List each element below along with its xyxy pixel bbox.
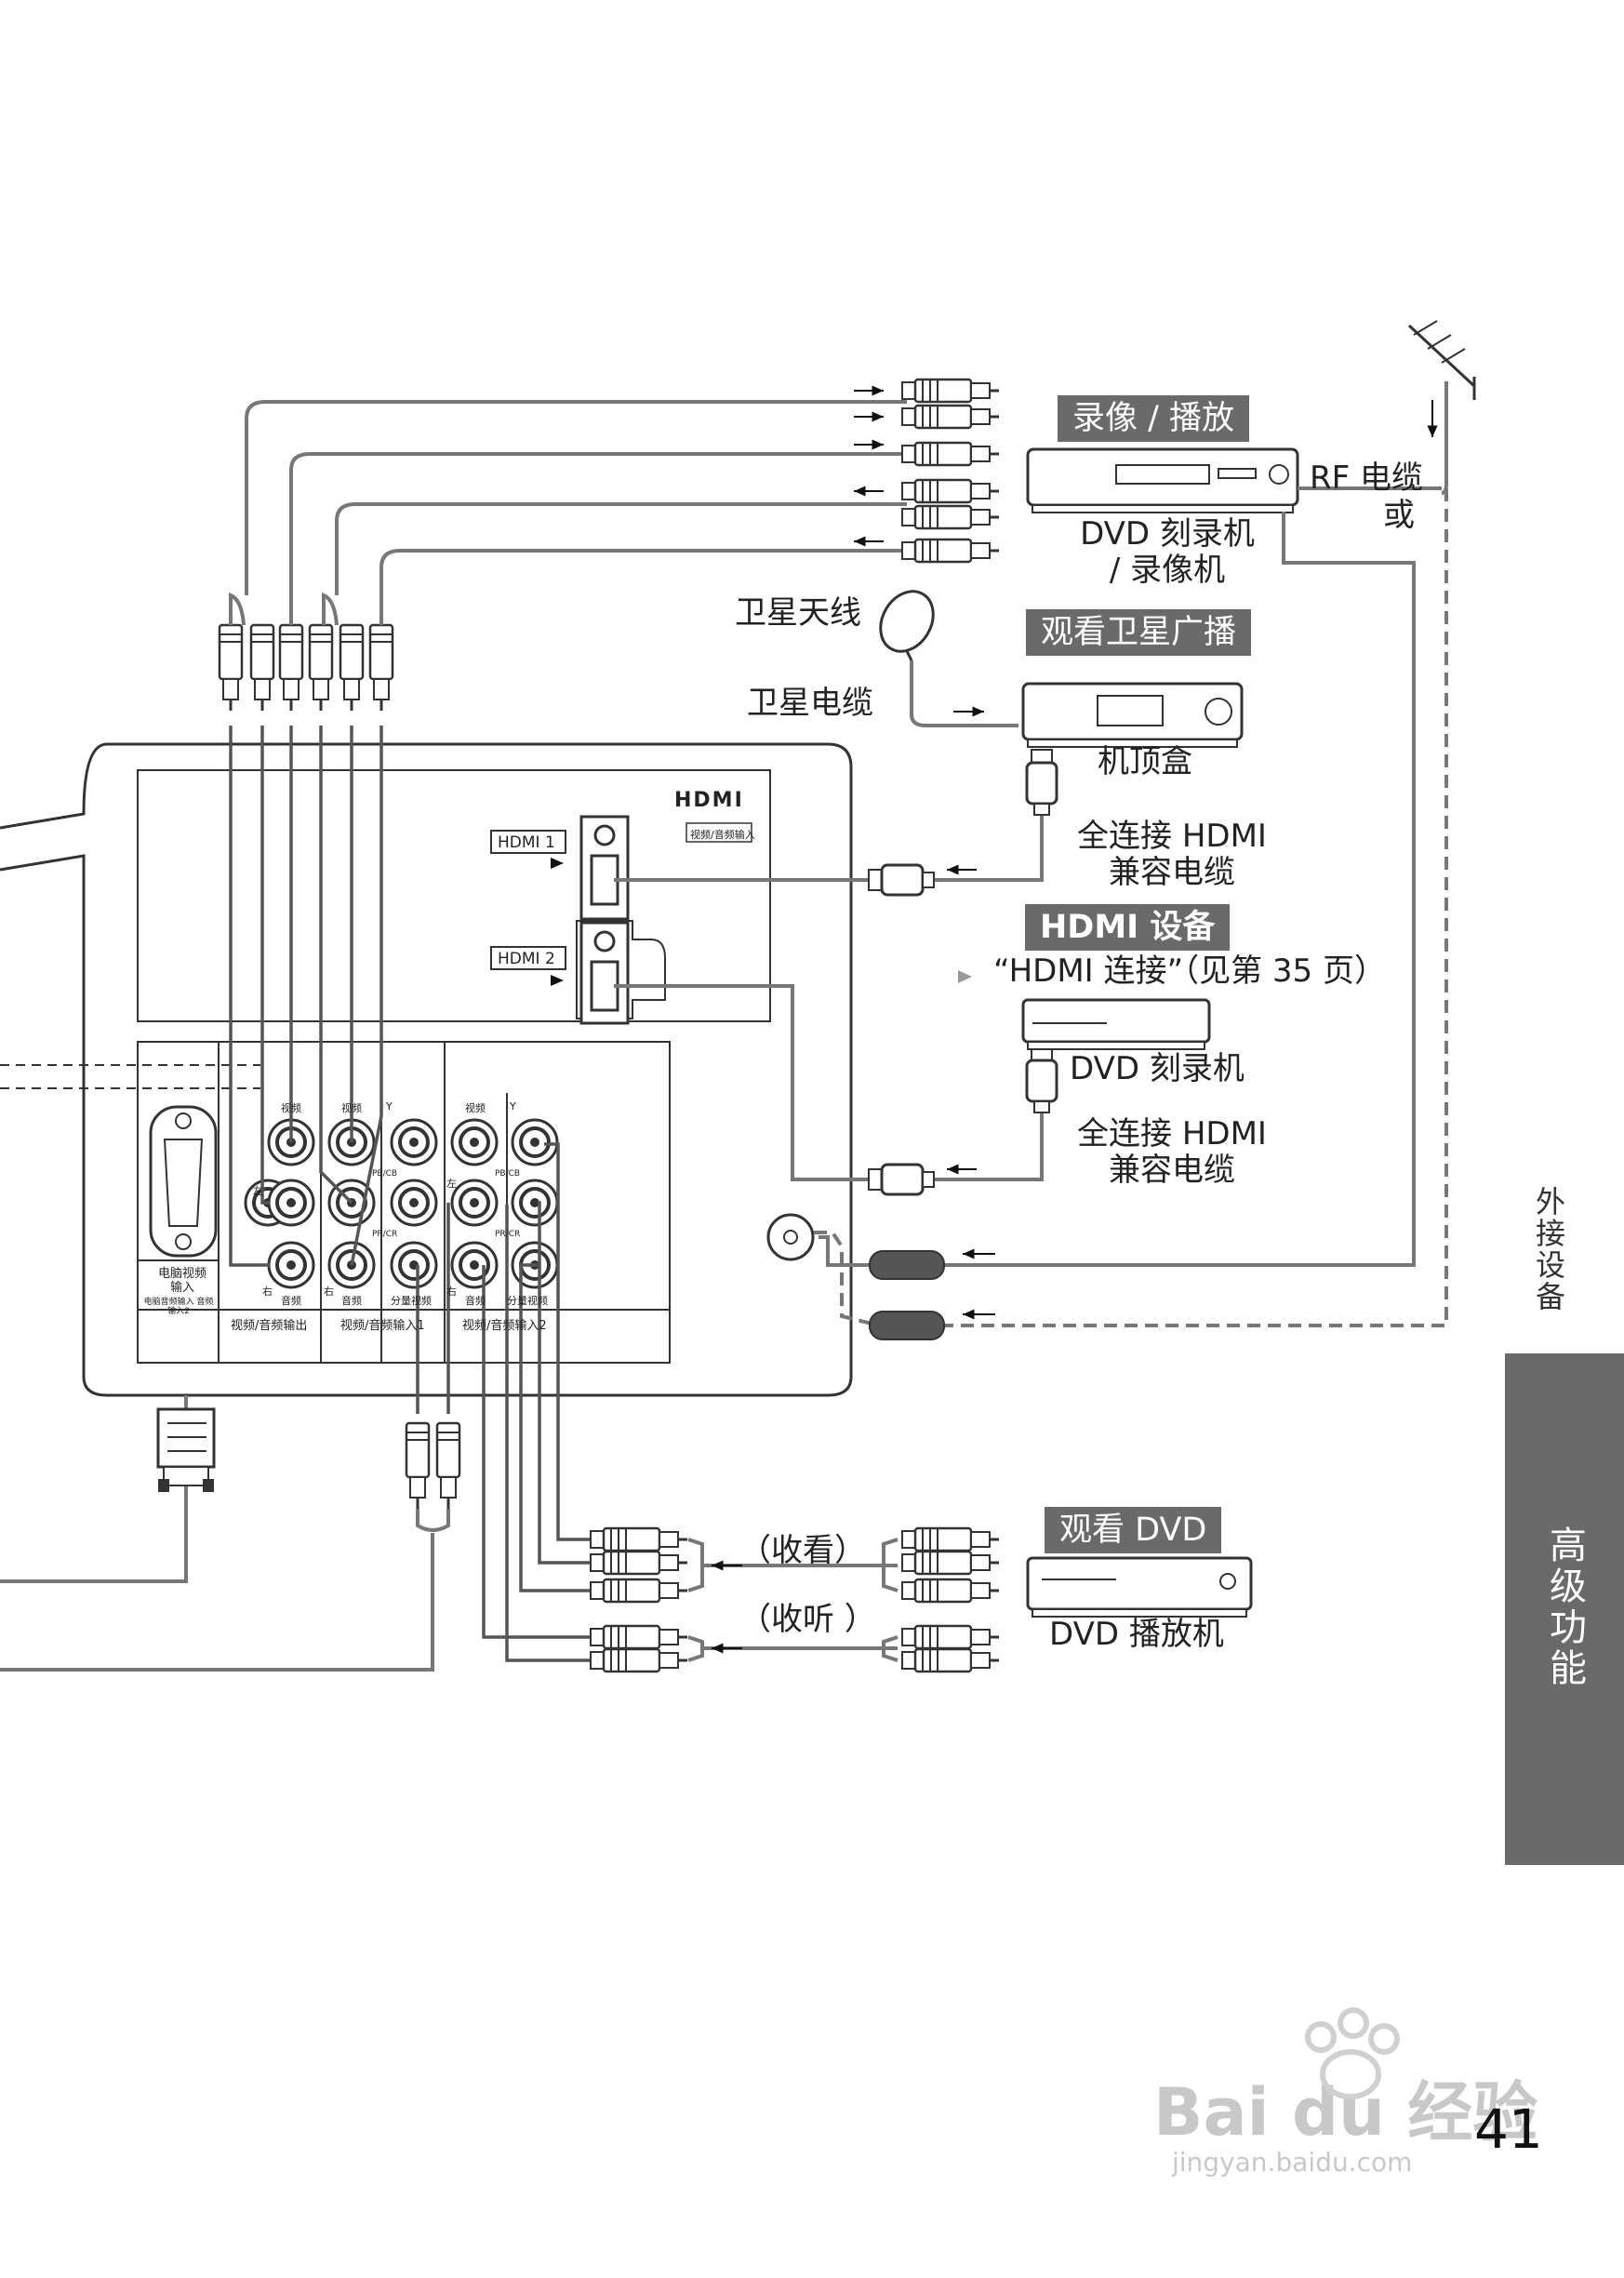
pr-label-in2: PR/CR: [495, 1230, 521, 1239]
hdmi-cable-1-line2: 兼容电缆: [1109, 854, 1235, 892]
video-label-in2: 视频: [465, 1102, 486, 1114]
satellite-antenna-label: 卫星天线: [735, 594, 861, 632]
left-label-in2: 左: [446, 1178, 457, 1190]
paw-icon: [1305, 2007, 1400, 2099]
dvd-player-label: DVD 播放机: [1049, 1616, 1224, 1653]
y-label-in1: Y: [386, 1100, 393, 1112]
watermark-url: jingyan.baidu.com: [1172, 2147, 1413, 2178]
chapter-tab-text: 高级功能: [1543, 1525, 1586, 1689]
right-label-in1: 右: [324, 1286, 334, 1298]
component-label-in1: 分量视频: [391, 1295, 432, 1307]
watching-label: （收看）: [739, 1532, 866, 1569]
pc-input-label: 电脑视频 输入: [149, 1267, 216, 1295]
right-label-in2: 右: [446, 1286, 457, 1298]
dvd-recorder-vcr-line1: DVD 刻录机: [1080, 515, 1255, 553]
left-label-out: 左: [253, 1185, 263, 1197]
hdmi1-label: HDMI 1: [498, 833, 555, 852]
chapter-tab: 高级功能: [1505, 1353, 1624, 1865]
pc-audio-label: 电脑音频输入 音频输入2: [143, 1298, 214, 1316]
hdmi2-label: HDMI 2: [498, 950, 555, 968]
pr-label-in1: PR/CR: [372, 1230, 398, 1239]
page-number: 41: [1474, 2098, 1543, 2161]
av-in1-label: 视频/音频输入1: [340, 1319, 425, 1333]
hdmi-cable-2-line1: 全连接 HDMI: [1077, 1115, 1267, 1152]
hdmi-cable-2-line2: 兼容电缆: [1109, 1152, 1235, 1190]
hdmi-device-label: HDMI 设备: [1025, 904, 1231, 951]
section-tab-label: 外接设备: [1516, 1186, 1581, 1320]
or-label: 或: [1383, 497, 1415, 534]
record-play-label: 录像 / 播放: [1058, 395, 1250, 442]
pb-label-in2: PB/CB: [495, 1169, 521, 1179]
section-tab-text: 外接设备: [1531, 1186, 1566, 1312]
hdmi-cable-1-label: 全连接 HDMI 兼容电缆: [1060, 818, 1284, 892]
y-label-in2: Y: [510, 1100, 516, 1112]
watch-dvd-label: 观看 DVD: [1045, 1507, 1222, 1553]
dvd-recorder-vcr-line2: / 录像机: [1109, 552, 1226, 590]
dvd-recorder-label: DVD 刻录机: [1070, 1050, 1245, 1087]
audio-label-in2: 音频: [465, 1295, 486, 1307]
hdmi-logo: HDMI: [674, 789, 744, 812]
listening-label: （收听 ）: [739, 1601, 876, 1638]
pc-input-line1: 电脑视频: [157, 1267, 206, 1281]
rf-cable-label: RF 电缆: [1310, 460, 1423, 497]
av-in2-label: 视频/音频输入2: [462, 1319, 547, 1333]
av-out-label: 视频/音频输出: [231, 1319, 308, 1333]
hdmi-cable-1-line1: 全连接 HDMI: [1077, 818, 1267, 855]
audio-label-in1: 音频: [341, 1295, 362, 1307]
right-label-out: 右: [262, 1286, 273, 1298]
video-label-out: 视频: [281, 1102, 301, 1114]
hdmi-cable-2-label: 全连接 HDMI 兼容电缆: [1060, 1115, 1284, 1190]
watch-satellite-label: 观看卫星广播: [1026, 609, 1252, 656]
set-top-box-label: 机顶盒: [1098, 743, 1192, 780]
video-label-in1: 视频: [341, 1102, 362, 1114]
hdmi-av-in-label: 视频/音频输入: [690, 829, 755, 841]
dvd-recorder-vcr-label: DVD 刻录机 / 录像机: [1060, 515, 1274, 590]
hdmi-ref-label: “HDMI 连接”（见第 35 页）: [993, 952, 1386, 990]
pc-input-line2: 输入: [169, 1281, 194, 1295]
component-label-in2: 分量视频: [507, 1295, 548, 1307]
satellite-cable-label: 卫星电缆: [747, 685, 873, 722]
pb-label-in1: PB/CB: [372, 1169, 398, 1179]
audio-label-out: 音频: [281, 1295, 301, 1307]
watermark-brand: Bai du 经验: [1153, 2074, 1538, 2151]
